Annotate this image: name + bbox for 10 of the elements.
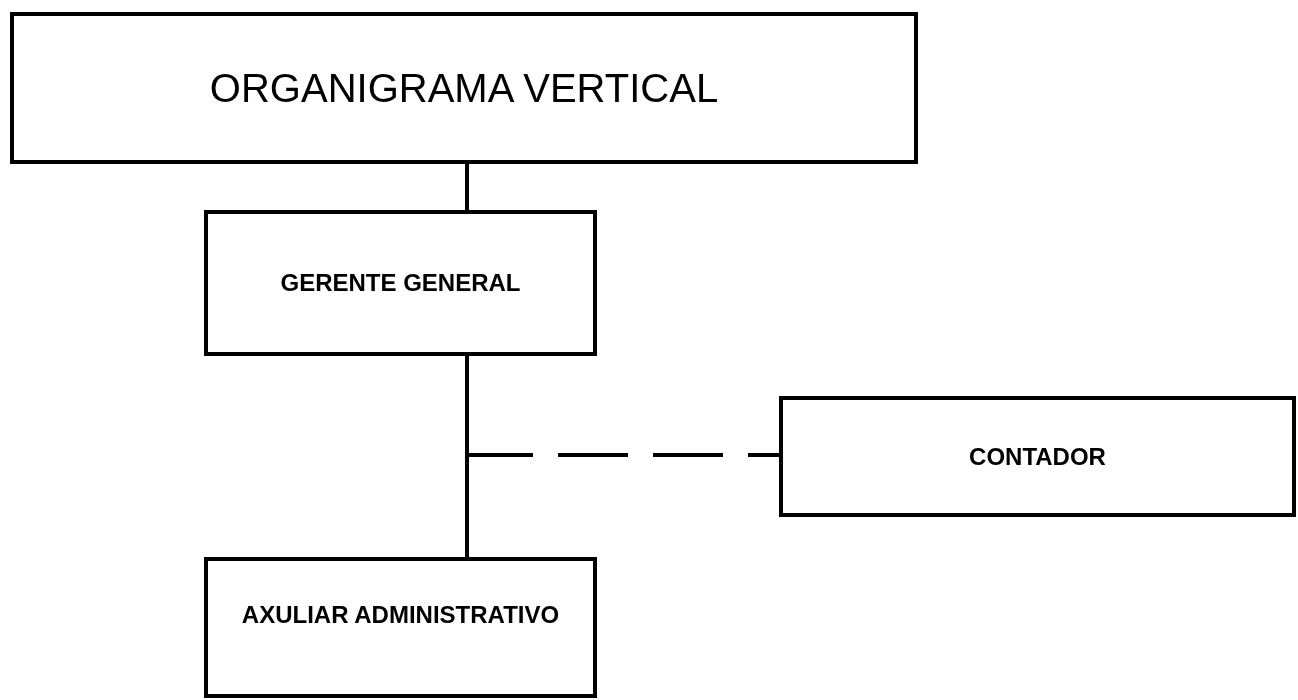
- org-box: [779, 396, 1296, 517]
- position-title: CONTADOR: [969, 442, 1106, 471]
- connector-line: [465, 356, 469, 557]
- position-title: GERENTE GENERAL: [280, 269, 521, 297]
- position-title: ORGANIGRAMA VERTICAL: [209, 65, 719, 111]
- org-box: [204, 557, 597, 698]
- org-box: [10, 12, 918, 164]
- org-box: [204, 210, 597, 356]
- connector-line: [465, 164, 469, 210]
- position-title: AXULIAR ADMINISTRATIVO: [241, 601, 560, 629]
